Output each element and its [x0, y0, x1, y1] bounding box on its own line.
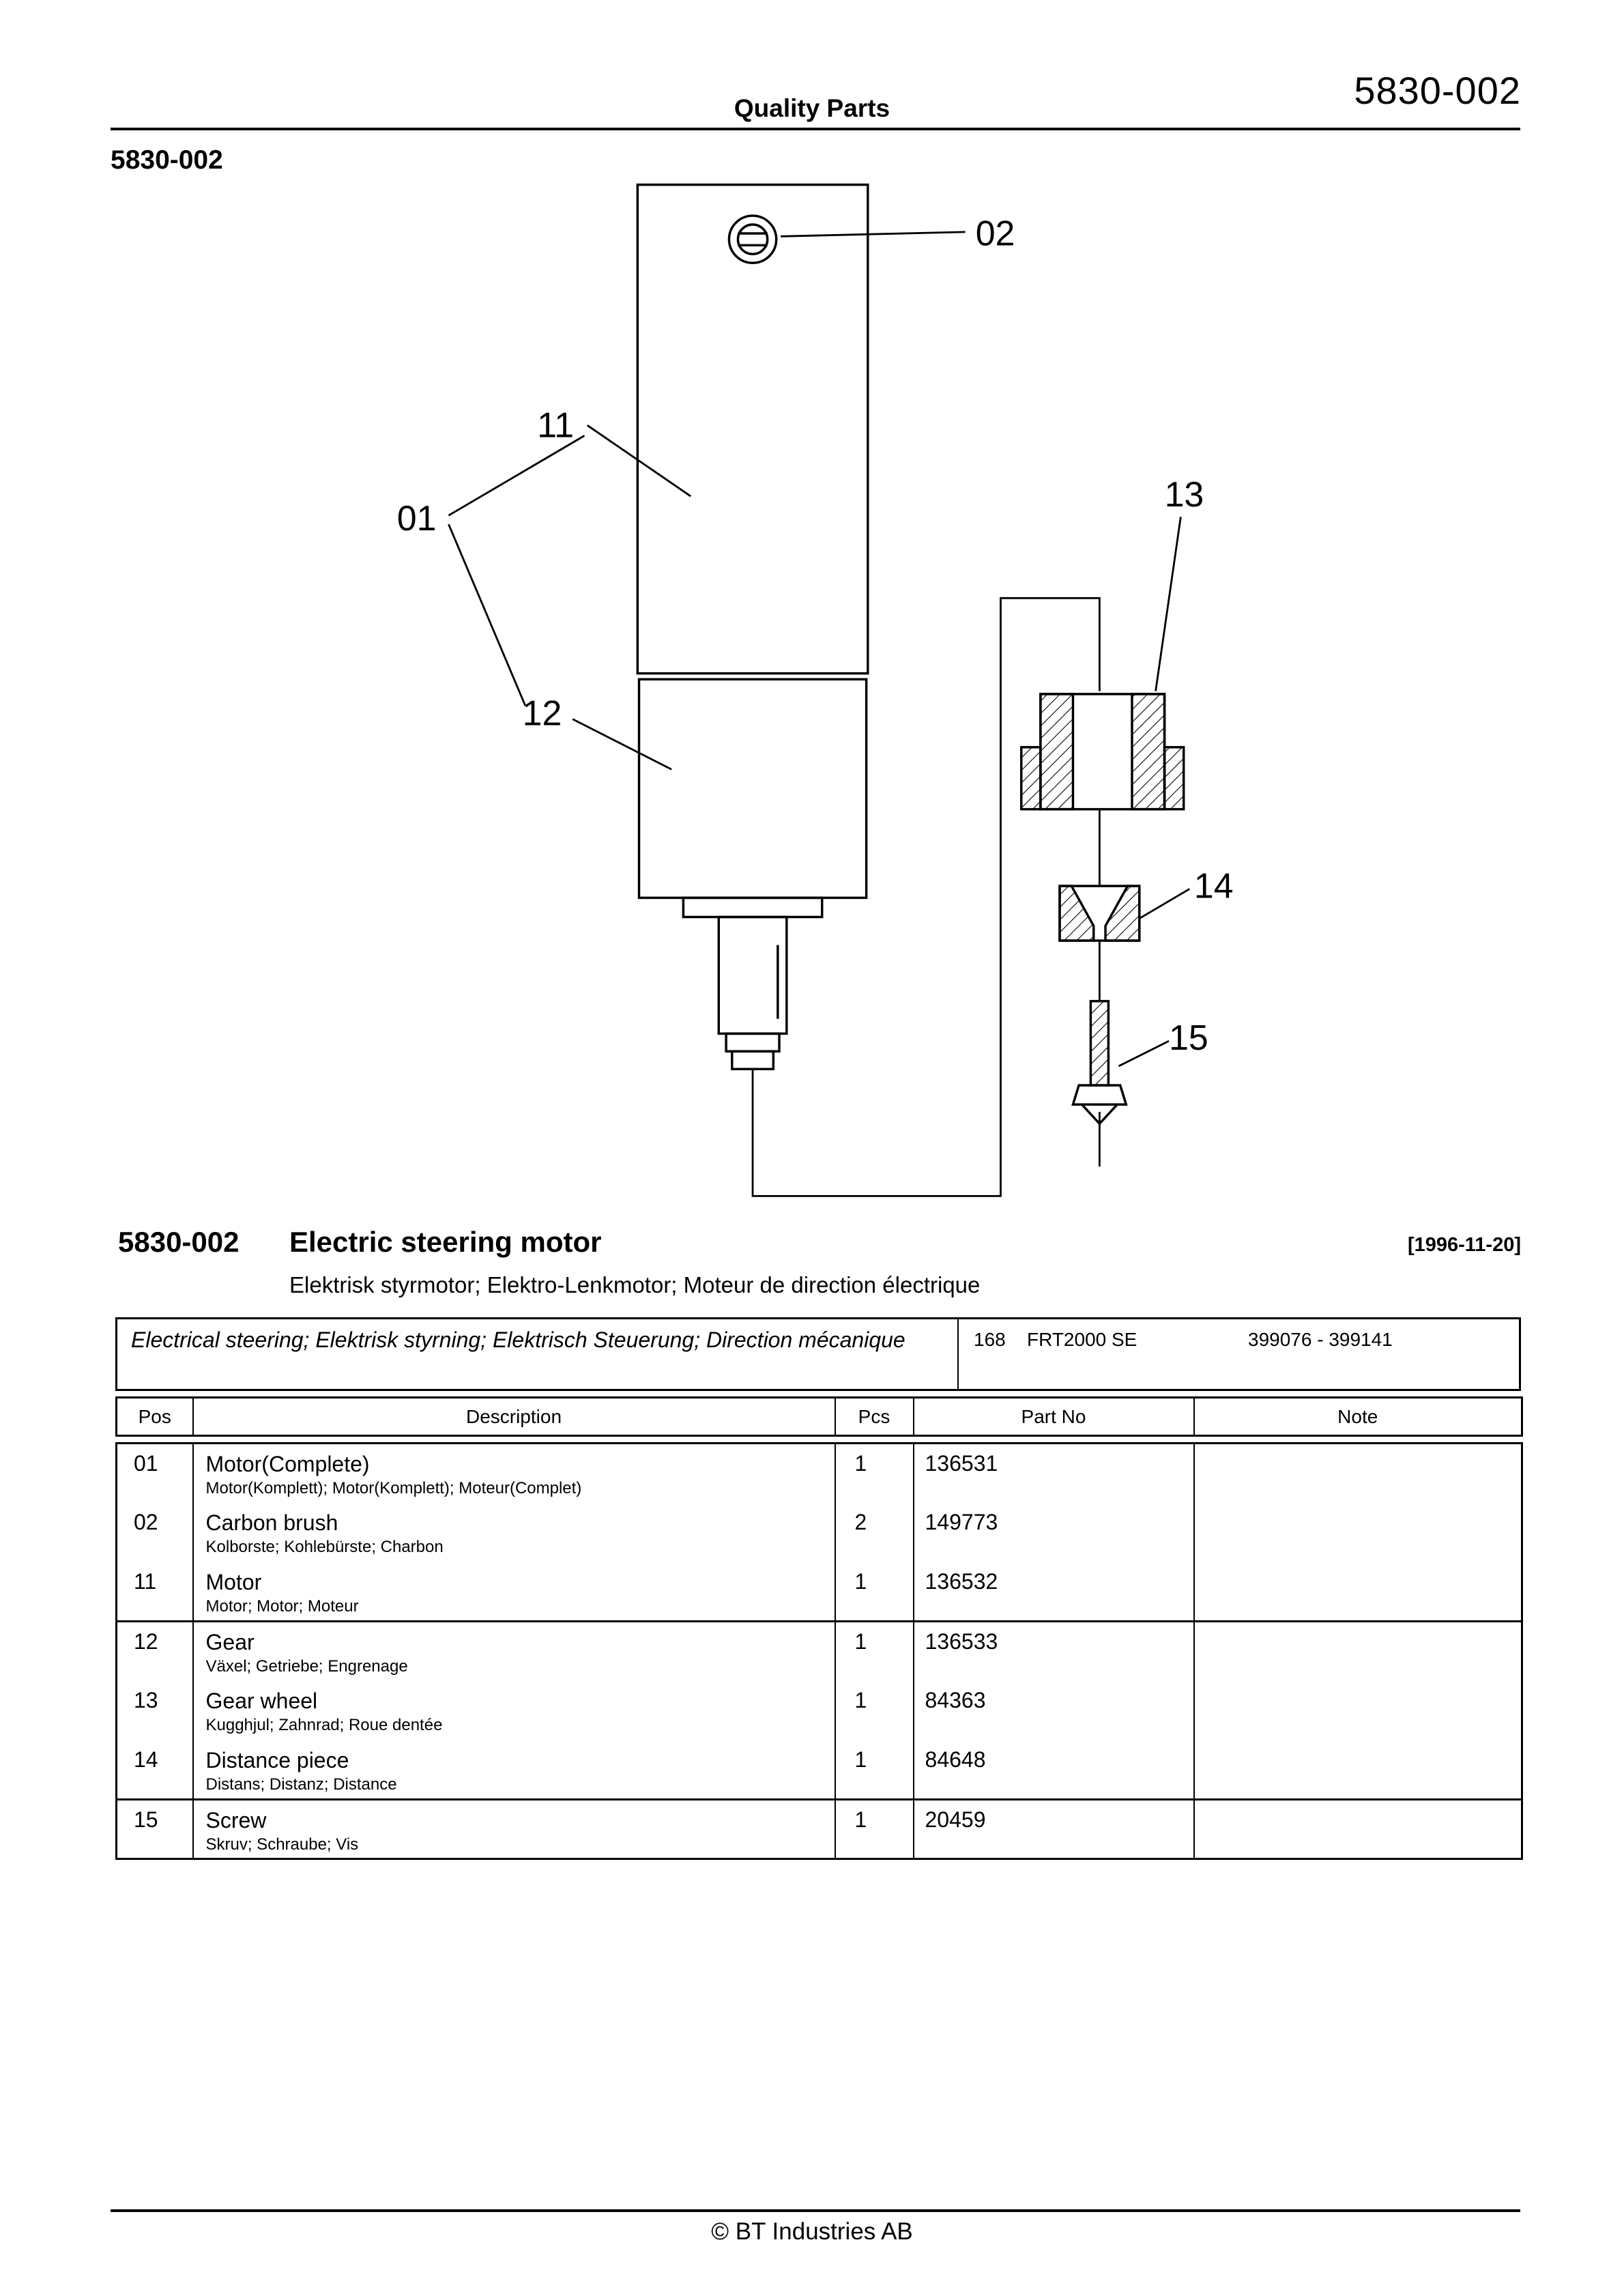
- callout-15-leader: [1118, 1039, 1170, 1067]
- row-pcs: 2: [834, 1502, 914, 1562]
- row-description: Motor Motor; Motor; Moteur: [192, 1562, 835, 1622]
- parts-table-area: Electrical steering; Elektrisk styrning;…: [115, 1317, 1523, 1860]
- section-heading: 5830-002 Electric steering motor [1996-11…: [118, 1226, 1521, 1259]
- col-header-pcs: Pcs: [834, 1397, 914, 1436]
- row-note: [1193, 1620, 1522, 1681]
- section-date: [1996-11-20]: [1407, 1234, 1521, 1256]
- row-description: Distance piece Distans; Distanz; Distanc…: [192, 1740, 835, 1800]
- callout-01-label: 01: [397, 499, 437, 539]
- callout-14-leader: [1139, 888, 1191, 919]
- row-part-no: 84648: [912, 1740, 1194, 1800]
- callout-01-leader-lower: [448, 523, 527, 706]
- row-pcs: 1: [834, 1562, 914, 1622]
- callout-12-label: 12: [523, 693, 562, 733]
- row-description: Motor(Complete) Motor(Komplett); Motor(K…: [192, 1443, 835, 1503]
- row-pos: 14: [134, 1747, 158, 1772]
- row-part-no: 136532: [912, 1562, 1194, 1622]
- header-title: Quality Parts: [734, 94, 890, 122]
- row-note: [1193, 1740, 1522, 1800]
- table-row: 11 Motor Motor; Motor; Moteur 1 136532: [117, 1562, 1522, 1622]
- section-number: 5830-002: [118, 1226, 240, 1258]
- table-row: 13 Gear wheel Kugghjul; Zahnrad; Roue de…: [117, 1680, 1522, 1740]
- row-pcs: 1: [834, 1680, 914, 1740]
- page-doc-number: 5830-002: [111, 145, 223, 175]
- callout-02-leader: [781, 231, 966, 238]
- table-row: 01 Motor(Complete) Motor(Komplett); Moto…: [117, 1443, 1522, 1503]
- motor-shaft: [682, 896, 824, 1071]
- callout-14-label: 14: [1194, 866, 1234, 906]
- callout-13-leader: [1155, 517, 1182, 691]
- row-part-no: 136533: [912, 1620, 1194, 1681]
- callout-13-label: 13: [1165, 475, 1204, 515]
- row-part-no: 20459: [912, 1798, 1194, 1859]
- callout-01-leader-upper: [448, 435, 585, 517]
- col-header-note: Note: [1193, 1397, 1522, 1436]
- assembly-centerline: [751, 597, 1101, 1197]
- row-note: [1193, 1502, 1522, 1562]
- callout-12-leader: [572, 718, 672, 771]
- carbon-brush-cap: [727, 214, 778, 265]
- gear-wheel: [1020, 693, 1185, 811]
- row-note: [1193, 1798, 1522, 1859]
- row-pcs: 1: [834, 1740, 914, 1800]
- row-pos: 15: [116, 1798, 193, 1859]
- parts-table: 01 Motor(Complete) Motor(Komplett); Moto…: [115, 1442, 1523, 1860]
- row-pcs: 1: [834, 1798, 914, 1859]
- row-pos: 11: [134, 1568, 157, 1594]
- callout-02-label: 02: [976, 214, 1015, 253]
- callout-11-label: 11: [537, 406, 574, 446]
- row-description: Screw Skruv; Schraube; Vis: [192, 1798, 835, 1859]
- table-title: Electrical steering; Elektrisk styrning;…: [117, 1319, 959, 1389]
- row-description: Carbon brush Kolborste; Kohlebürste; Cha…: [192, 1502, 835, 1562]
- screw: [1071, 1000, 1128, 1125]
- row-note: [1193, 1443, 1522, 1503]
- table-row: 15 Screw Skruv; Schraube; Vis 1 20459: [116, 1798, 1522, 1859]
- header-doc-number: 5830-002: [1354, 69, 1521, 112]
- col-header-pos: Pos: [138, 1405, 171, 1427]
- row-note: [1193, 1680, 1522, 1740]
- row-description: Gear wheel Kugghjul; Zahnrad; Roue denté…: [192, 1680, 835, 1740]
- row-note: [1193, 1562, 1522, 1622]
- exploded-diagram: 02 11 01 12 13 14 15: [397, 183, 1234, 1197]
- row-part-no: 149773: [912, 1502, 1194, 1562]
- table-model-box: 168 FRT2000 SE 399076 - 399141: [959, 1319, 1519, 1389]
- row-pcs: 1: [834, 1443, 914, 1503]
- row-pcs: 1: [834, 1620, 914, 1681]
- section-title: Electric steering motor: [289, 1226, 602, 1258]
- column-header-table: Pos Description Pcs Part No Note: [115, 1396, 1523, 1437]
- section-subtitle: Elektrisk styrmotor; Elektro-Lenkmotor; …: [289, 1272, 981, 1297]
- serial-range: 399076 - 399141: [1248, 1329, 1393, 1350]
- table-title-box: Electrical steering; Elektrisk styrning;…: [115, 1317, 1521, 1391]
- table-row: 14 Distance piece Distans; Distanz; Dist…: [117, 1740, 1522, 1800]
- row-description: Gear Växel; Getriebe; Engrenage: [192, 1620, 835, 1681]
- row-pos: 13: [134, 1687, 158, 1712]
- callout-15-label: 15: [1169, 1018, 1208, 1058]
- row-pos: 12: [116, 1620, 193, 1681]
- model-code: 168: [974, 1329, 1006, 1350]
- row-pos: 02: [134, 1509, 158, 1534]
- distance-piece: [1058, 885, 1141, 942]
- header-rule: [111, 128, 1520, 130]
- callout-11-leader: [587, 425, 692, 498]
- row-part-no: 136531: [912, 1443, 1194, 1503]
- footer-rule: [111, 2209, 1520, 2212]
- model-name: FRT2000 SE: [1027, 1329, 1137, 1350]
- row-pos: 01: [134, 1451, 158, 1476]
- table-row: 12 Gear Växel; Getriebe; Engrenage 1 136…: [116, 1620, 1522, 1681]
- motor-body: [636, 183, 869, 675]
- footer-copyright: © BT Industries AB: [711, 2218, 913, 2245]
- col-header-part-no: Part No: [912, 1397, 1194, 1436]
- row-part-no: 84363: [912, 1680, 1194, 1740]
- table-row: 02 Carbon brush Kolborste; Kohlebürste; …: [117, 1502, 1522, 1562]
- gear-housing: [637, 678, 868, 900]
- col-header-description: Description: [192, 1397, 835, 1436]
